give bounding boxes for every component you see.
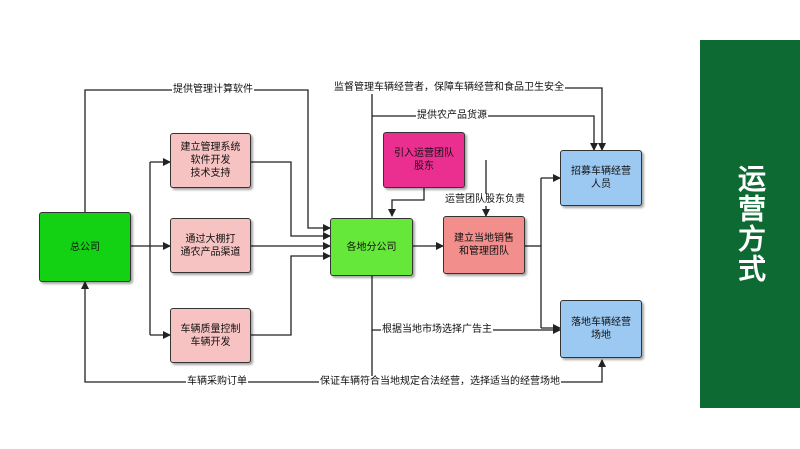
branch-box[interactable]: 各地分公司: [330, 218, 413, 276]
site-label: 落地车辆经营 场地: [571, 317, 631, 341]
sales-team-box[interactable]: 建立当地销售 和管理团队: [443, 216, 525, 274]
hq-label: 总公司: [70, 241, 100, 253]
produce-edge-label: 提供农产品货源: [416, 110, 488, 122]
quality-label: 车辆质量控制 车辆开发: [180, 323, 241, 348]
software-edge-label: 提供管理计算软件: [172, 84, 254, 96]
mgmt-system-label: 建立管理系统 软件开发 技术支持: [180, 142, 241, 179]
ads-connector: [371, 276, 561, 334]
team-box[interactable]: 引入运营团队 股东: [383, 132, 465, 188]
side-title-panel: 运营方式: [700, 40, 800, 408]
recruit-box[interactable]: 招募车辆经营 人员: [560, 150, 642, 206]
recruit-label: 招募车辆经营 人员: [571, 166, 631, 190]
team-resp-edge-label: 运营团队股东负责: [444, 194, 526, 206]
ads-edge-label: 根据当地市场选择广告主: [381, 324, 493, 336]
software-connector: [84, 89, 331, 232]
side-title: 运营方式: [734, 164, 767, 284]
compliance-edge-label: 保证车辆符合当地规定合法经营，选择适当的经营场地: [319, 376, 561, 388]
team-label: 引入运营团队 股东: [394, 148, 454, 172]
site-box[interactable]: 落地车辆经营 场地: [560, 300, 642, 358]
quality-to-branch-connector: [251, 252, 331, 336]
channel-box[interactable]: 通过大棚打 通农产品渠道: [170, 218, 251, 273]
channel-label: 通过大棚打 通农产品渠道: [180, 233, 241, 258]
quality-box[interactable]: 车辆质量控制 车辆开发: [170, 308, 251, 363]
branch-label: 各地分公司: [346, 241, 397, 253]
team-to-branch-connector: [388, 188, 425, 217]
mgmt-system-box[interactable]: 建立管理系统 软件开发 技术支持: [170, 133, 251, 188]
supervise-edge-label: 监督管理车辆经营者，保障车辆经营和食品卫生安全: [333, 82, 565, 94]
sales-team-label: 建立当地销售 和管理团队: [454, 233, 514, 257]
mgmt-to-branch-connector: [251, 161, 331, 240]
hq-box[interactable]: 总公司: [39, 212, 131, 282]
orders-connector: [81, 281, 372, 383]
orders-edge-label: 车辆采购订单: [186, 376, 248, 388]
